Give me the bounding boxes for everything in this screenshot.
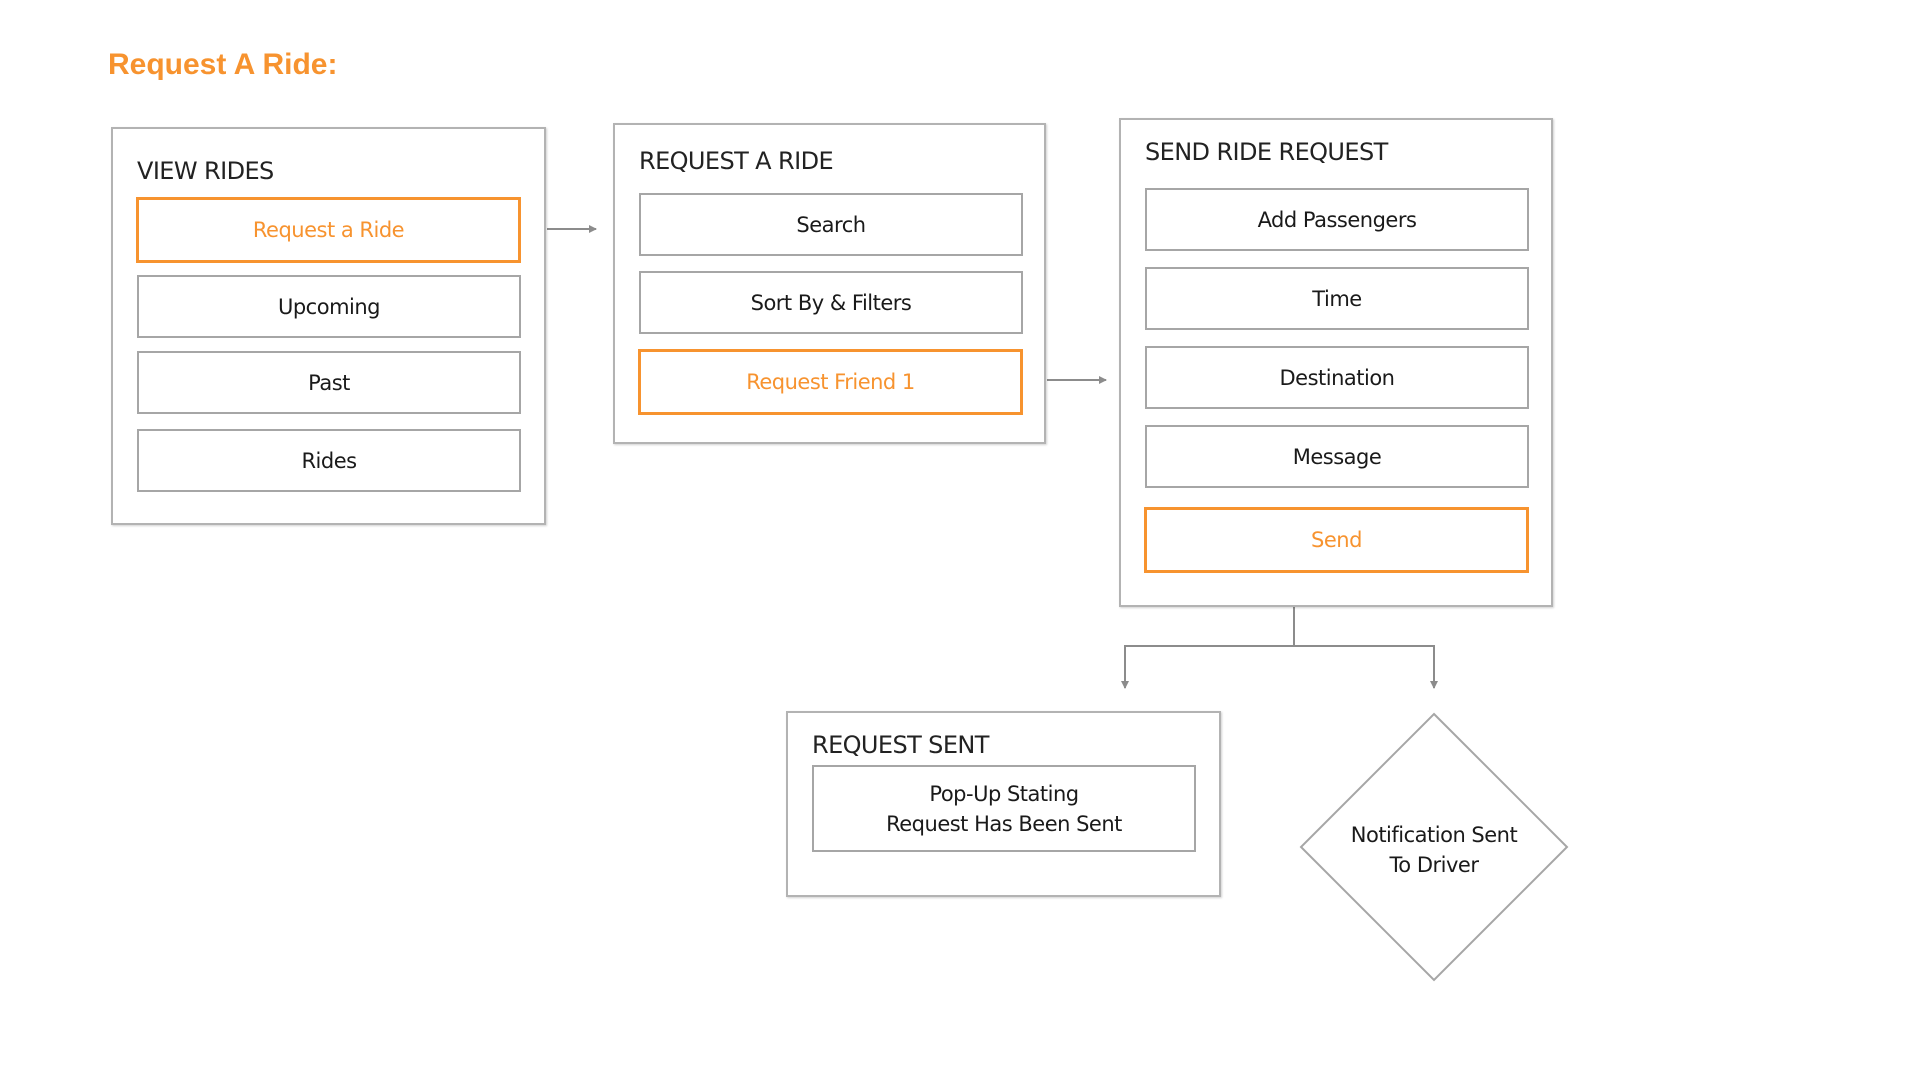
message-button[interactable]: Message (1145, 425, 1529, 488)
frame-title-request-sent: REQUEST SENT (812, 731, 989, 759)
rides-button[interactable]: Rides (137, 429, 521, 492)
destination-button[interactable]: Destination (1145, 346, 1529, 409)
branch-to-request-sent (1121, 645, 1294, 689)
notification-text-line-1: Notification Sent (1350, 823, 1518, 847)
notification-text-line-2: To Driver (1389, 853, 1479, 877)
frame-request-a-ride: REQUEST A RIDE Search Sort By & Filters … (613, 123, 1046, 444)
popup-text-line-2: Request Has Been Sent (886, 811, 1122, 836)
frame-view-rides: VIEW RIDES Request a Ride Upcoming Past … (111, 127, 546, 525)
past-button[interactable]: Past (137, 351, 521, 414)
search-button[interactable]: Search (639, 193, 1023, 256)
frame-title-view-rides: VIEW RIDES (137, 157, 274, 185)
decision-diamond (1299, 712, 1569, 982)
send-button[interactable]: Send (1144, 507, 1529, 573)
time-button[interactable]: Time (1145, 267, 1529, 330)
add-passengers-button[interactable]: Add Passengers (1145, 188, 1529, 251)
frame-send-ride-request: SEND RIDE REQUEST Add Passengers Time De… (1119, 118, 1553, 607)
frame-title-request-a-ride: REQUEST A RIDE (639, 147, 834, 175)
request-sent-popup: Pop-Up Stating Request Has Been Sent (812, 765, 1196, 852)
upcoming-button[interactable]: Upcoming (137, 275, 521, 338)
request-friend-button[interactable]: Request Friend 1 (638, 349, 1023, 415)
branch-to-notification (1294, 645, 1438, 689)
frame-title-send-ride-request: SEND RIDE REQUEST (1145, 138, 1388, 166)
page-title: Request A Ride: (108, 48, 338, 81)
frame-request-sent: REQUEST SENT Pop-Up Stating Request Has … (786, 711, 1221, 897)
popup-text-line-1: Pop-Up Stating (929, 781, 1079, 806)
sort-filters-button[interactable]: Sort By & Filters (639, 271, 1023, 334)
request-a-ride-button[interactable]: Request a Ride (136, 197, 521, 263)
notification-sent-label: Notification Sent To Driver (1294, 820, 1574, 880)
